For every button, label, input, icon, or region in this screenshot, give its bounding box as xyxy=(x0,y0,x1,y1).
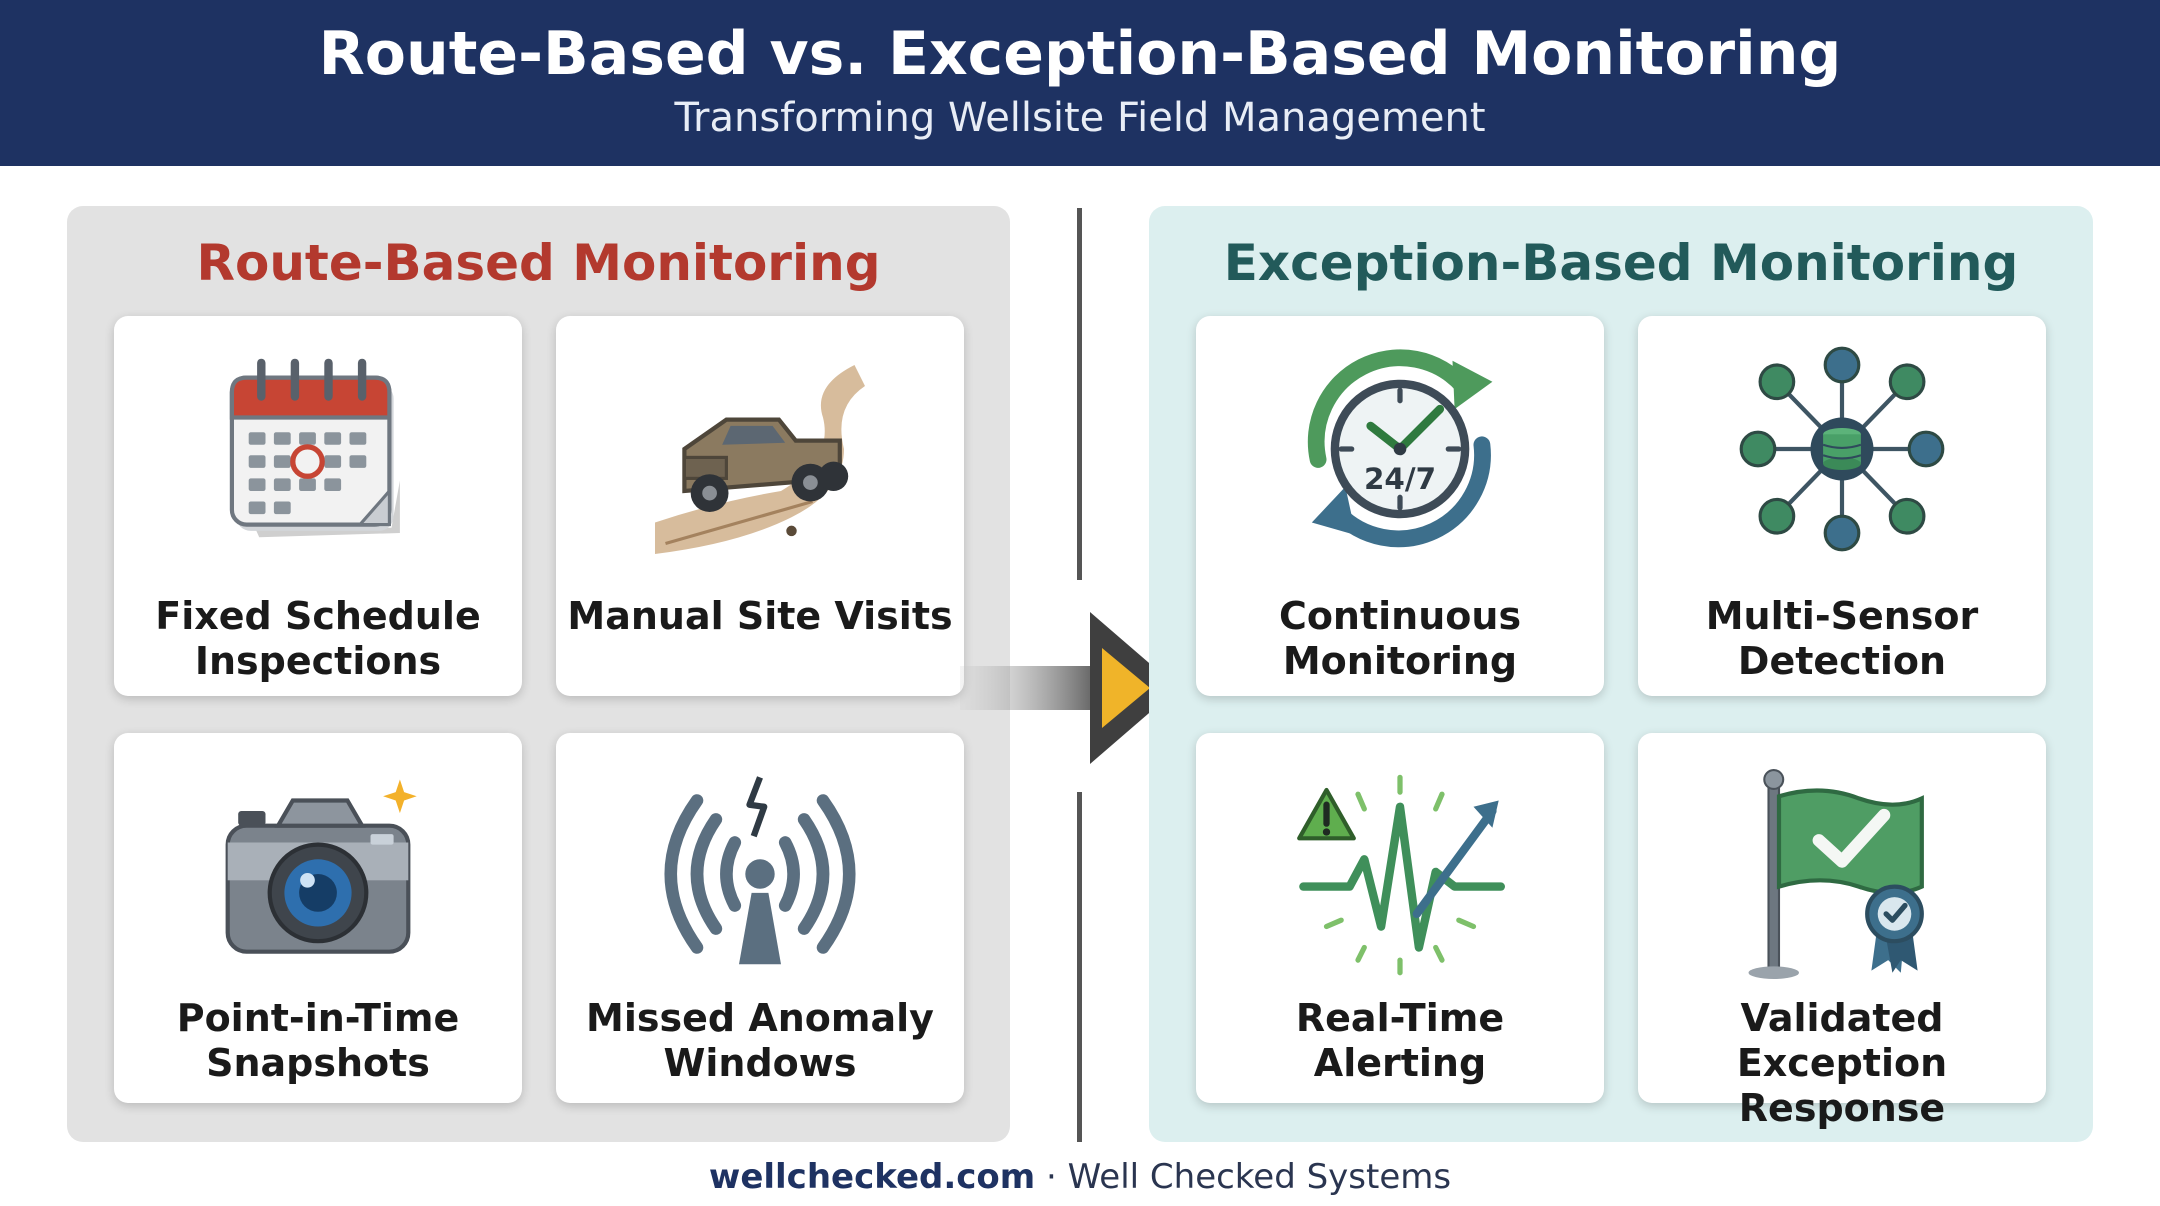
page-title: Route-Based vs. Exception-Based Monitori… xyxy=(318,19,1842,89)
card-manual-visits: Manual Site Visits xyxy=(556,316,964,696)
pickup-truck-icon xyxy=(655,365,865,554)
card-multi-sensor: Multi-Sensor Detection xyxy=(1638,316,2046,696)
footer-site-link[interactable]: wellchecked.com xyxy=(708,1157,1036,1197)
card-label: Point-in-Time Snapshots xyxy=(176,996,460,1085)
route-based-title: Route-Based Monitoring xyxy=(196,234,881,292)
center-divider xyxy=(1077,208,1082,580)
camera-icon xyxy=(225,779,417,954)
card-snapshots: Point-in-Time Snapshots xyxy=(114,733,522,1103)
card-label: Fixed Schedule Inspections xyxy=(155,594,481,683)
page-subtitle: Transforming Wellsite Field Management xyxy=(674,95,1486,141)
broken-signal-icon xyxy=(664,776,856,965)
transition-arrow-icon xyxy=(960,612,1178,764)
exception-based-panel: Exception-Based Monitoring 24/7 Continuo… xyxy=(1149,206,2093,1142)
card-label: Real-Time Alerting xyxy=(1295,996,1505,1085)
footer: wellchecked.com · Well Checked Systems xyxy=(0,1155,2160,1199)
sensor-network-icon xyxy=(1739,346,1945,552)
clock-24-7-icon: 24/7 xyxy=(1307,349,1493,548)
alert-pulse-icon xyxy=(1297,774,1505,976)
card-label: Multi-Sensor Detection xyxy=(1705,594,1979,683)
card-continuous: 24/7 Continuous Monitoring xyxy=(1196,316,1604,696)
clock-text: 24/7 xyxy=(1364,462,1436,496)
footer-company: Well Checked Systems xyxy=(1067,1157,1452,1197)
route-based-panel: Route-Based Monitoring Fixed Schedule In… xyxy=(67,206,1010,1142)
card-validated-response: Validated Exception Response xyxy=(1638,733,2046,1130)
check-flag-icon xyxy=(1748,769,1924,979)
card-label: Validated Exception Response xyxy=(1736,996,1948,1130)
card-label: Continuous Monitoring xyxy=(1278,594,1522,683)
card-fixed-schedule: Fixed Schedule Inspections xyxy=(114,316,522,696)
footer-separator: · xyxy=(1046,1157,1057,1197)
center-divider xyxy=(1077,792,1082,1142)
card-missed-anomaly: Missed Anomaly Windows xyxy=(556,733,964,1103)
card-label: Manual Site Visits xyxy=(567,594,953,638)
exception-based-title: Exception-Based Monitoring xyxy=(1223,234,2019,292)
calendar-icon xyxy=(229,358,400,538)
header-banner: Route-Based vs. Exception-Based Monitori… xyxy=(0,0,2160,166)
card-label: Missed Anomaly Windows xyxy=(586,996,934,1085)
card-real-time-alerting: Real-Time Alerting xyxy=(1196,733,1604,1103)
